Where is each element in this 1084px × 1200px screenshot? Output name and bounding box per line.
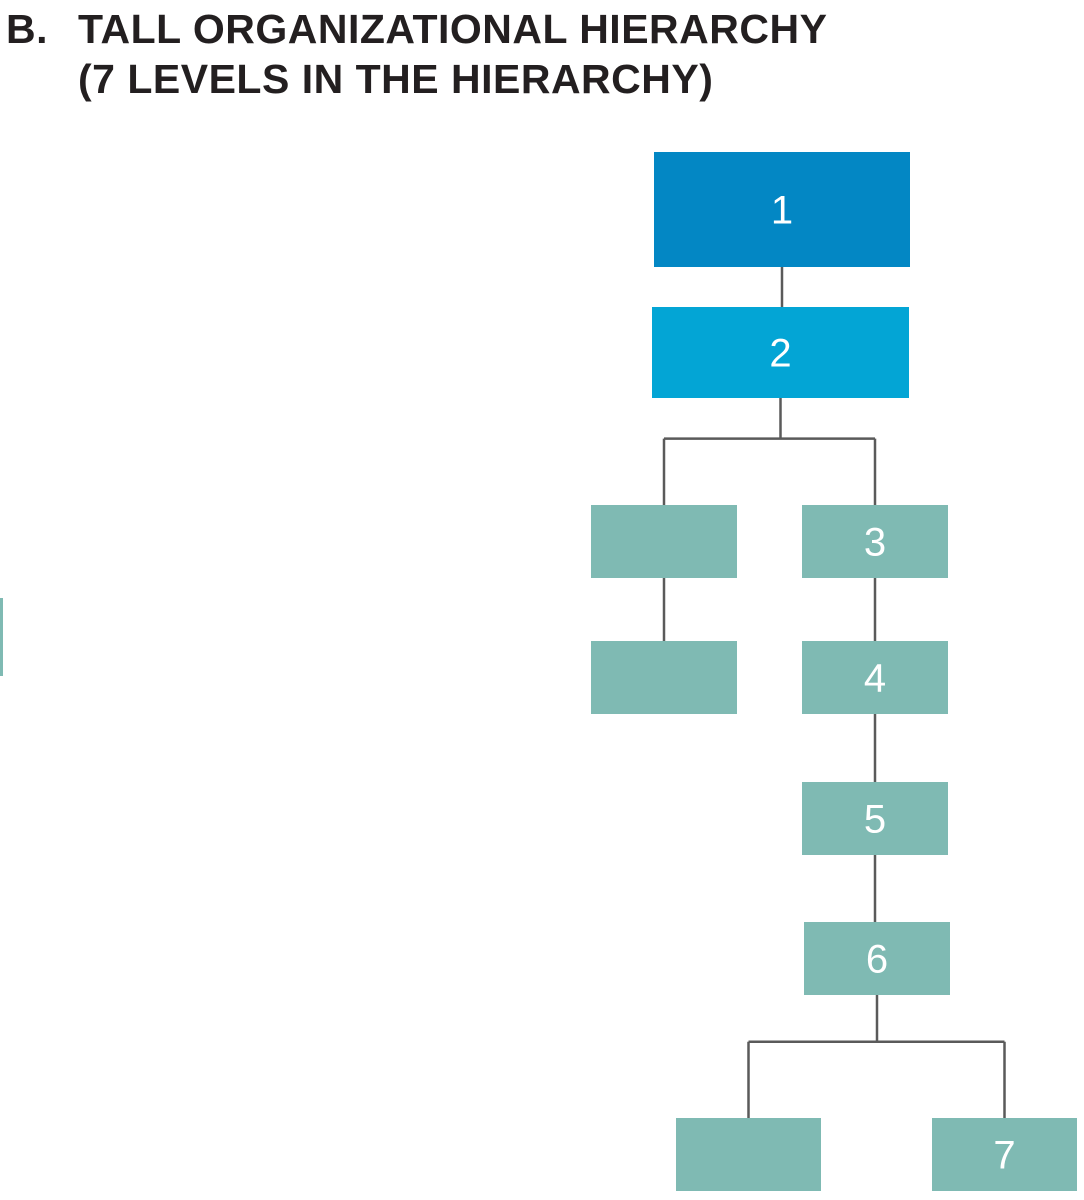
org-box-rect-n7: [932, 1118, 1077, 1191]
org-chart-boxes: 1 2 3 4 5 6 7: [591, 152, 1077, 1191]
partial-box-edge: [0, 598, 3, 676]
heading-title: TALL ORGANIZATIONAL HIERARCHY (7 LEVELS …: [78, 4, 827, 104]
org-box-n7: 7: [932, 1118, 1077, 1191]
heading-title-line-1: TALL ORGANIZATIONAL HIERARCHY: [78, 6, 828, 52]
org-box-label-n1: 1: [771, 189, 793, 233]
org-box-rect-n2: [652, 307, 909, 398]
org-box-label-n5: 5: [864, 798, 886, 842]
org-box-n6: 6: [804, 922, 950, 995]
org-box-label-n2: 2: [769, 332, 791, 376]
heading-letter: B.: [6, 6, 48, 52]
org-box-label-n3: 3: [864, 521, 886, 565]
org-box-label-n7: 7: [993, 1134, 1015, 1178]
org-box-rect-n1: [654, 152, 910, 267]
org-box-n3a: [591, 505, 737, 578]
connector-n2-branch: [662, 398, 877, 505]
org-box-rect-n4a: [591, 641, 737, 714]
connector-n6-branch: [747, 995, 1006, 1118]
org-box-n4a: [591, 641, 737, 714]
org-box-rect-n5: [802, 782, 948, 855]
heading-title-line-2: (7 LEVELS IN THE HIERARCHY): [78, 56, 714, 102]
org-box-rect-n3: [802, 505, 948, 578]
org-chart-connectors: [662, 267, 1006, 1118]
org-box-rect-n7a: [676, 1118, 821, 1191]
org-box-n7a: [676, 1118, 821, 1191]
org-box-n4: 4: [802, 641, 948, 714]
org-box-n2: 2: [652, 307, 909, 398]
org-box-n5: 5: [802, 782, 948, 855]
org-box-rect-n3a: [591, 505, 737, 578]
org-box-n3: 3: [802, 505, 948, 578]
org-box-label-n4: 4: [864, 657, 886, 701]
org-box-label-n6: 6: [866, 938, 888, 982]
org-box-n1: 1: [654, 152, 910, 267]
org-box-rect-n4: [802, 641, 948, 714]
org-box-rect-n6: [804, 922, 950, 995]
